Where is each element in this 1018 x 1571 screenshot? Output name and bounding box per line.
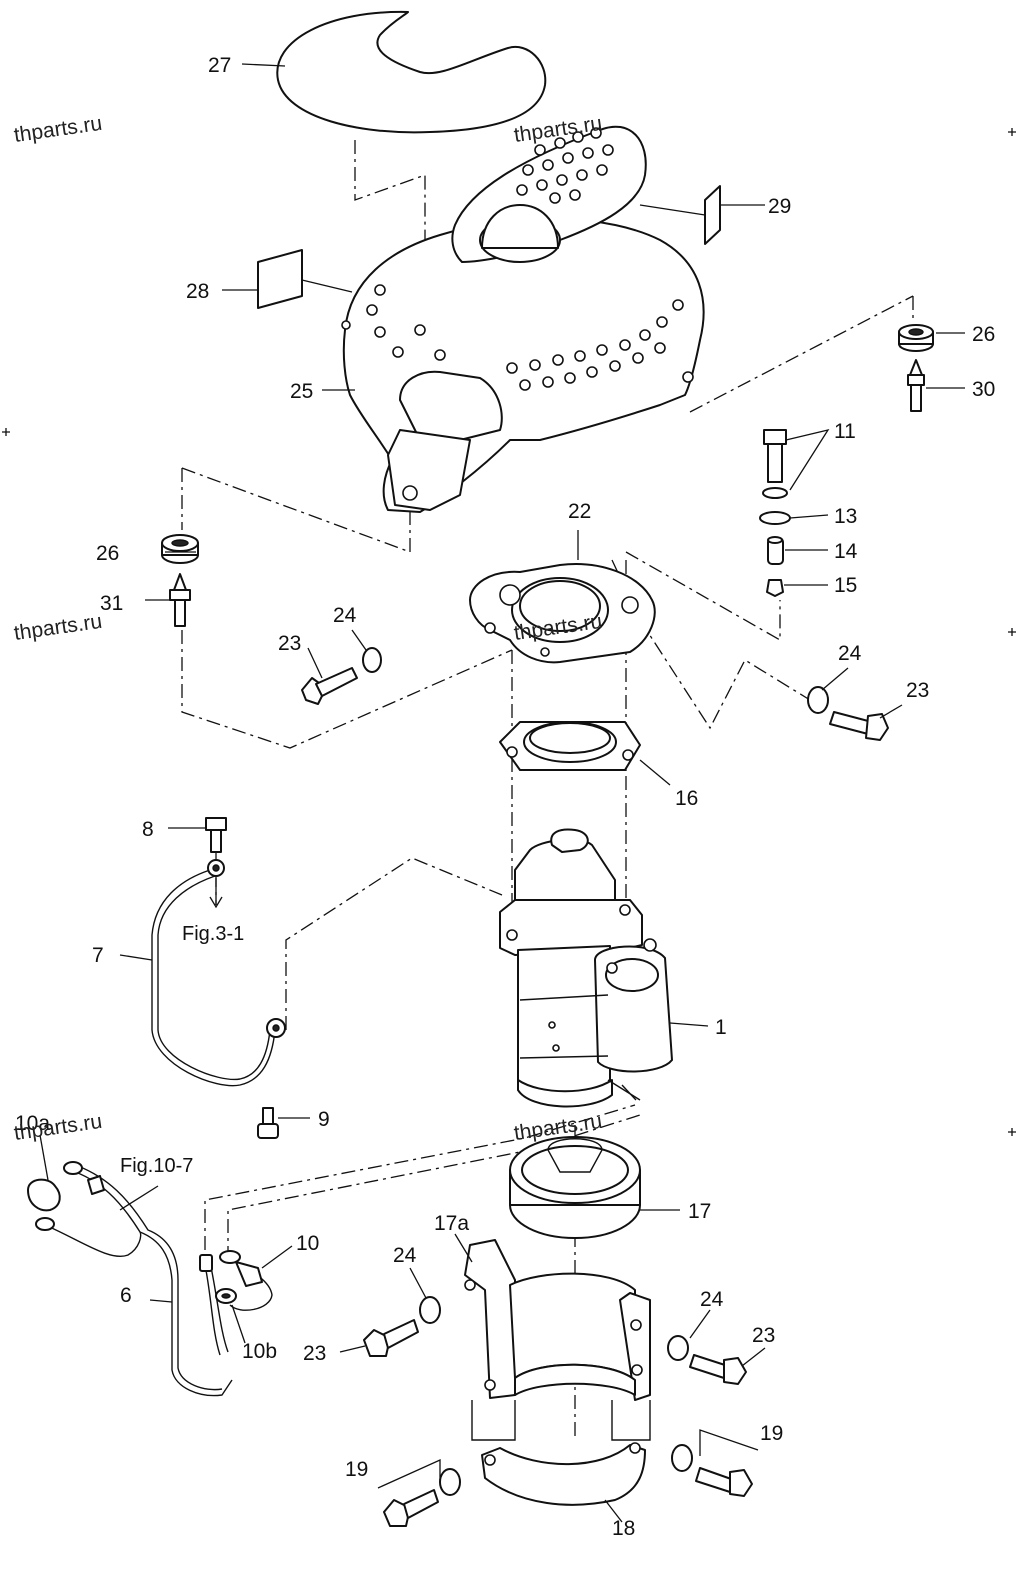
part-19-washer-left [439, 1468, 461, 1496]
callout-29: 29 [768, 195, 791, 218]
part-24-washer-upper-left [362, 647, 382, 673]
fig-10-7-reference: Fig.10-7 [120, 1155, 193, 1177]
part-13-washer [759, 511, 791, 525]
part-6-harness [35, 1161, 233, 1397]
part-23-bolt-lower-left [363, 1319, 419, 1357]
callout-19-right: 19 [760, 1422, 783, 1445]
callout-31: 31 [100, 592, 123, 615]
part-17a-clamp-bracket [464, 1239, 651, 1441]
callout-10: 10 [296, 1232, 319, 1255]
callout-7: 7 [92, 944, 104, 967]
callout-23-lower-left: 23 [303, 1342, 326, 1365]
part-9-bolt [257, 1107, 279, 1139]
part-23-bolt-upper-left [301, 667, 358, 705]
fig-3-1-arrow [209, 878, 223, 909]
fig-3-1-reference: Fig.3-1 [182, 923, 244, 945]
callout-24-lower-right: 24 [700, 1288, 724, 1311]
watermark: thparts.ru [12, 610, 103, 645]
callout-28: 28 [186, 280, 209, 303]
part-22-starter-bracket [469, 563, 656, 664]
callout-19-left: 19 [345, 1458, 368, 1481]
part-14-collar [767, 536, 784, 565]
callout-14: 14 [834, 540, 858, 563]
watermark: thparts.ru [12, 112, 103, 147]
callout-16: 16 [675, 787, 698, 810]
part-28-label-plate [257, 249, 303, 309]
callout-17: 17 [688, 1200, 711, 1223]
callout-22: 22 [568, 500, 591, 523]
part-15-nut [766, 579, 784, 597]
part-16-gasket [499, 721, 641, 771]
part-24-washer-upper-right [807, 686, 829, 714]
part-31-pin [169, 573, 191, 627]
callout-30: 30 [972, 378, 995, 401]
callout-25: 25 [290, 380, 313, 403]
leader-lines [39, 63, 965, 1523]
part-10a-terminal-cap [27, 1178, 61, 1212]
callout-6: 6 [120, 1284, 132, 1307]
part-1-starter-motor [499, 828, 673, 1108]
callout-9: 9 [318, 1108, 330, 1131]
registration-marks [2, 128, 1016, 1136]
callout-24-upper-left: 24 [333, 604, 357, 627]
callout-numbers: 27 29 28 26 30 25 11 13 14 15 22 26 31 2… [15, 54, 995, 1540]
callout-10b: 10b [242, 1340, 277, 1363]
cover-vent-holes [366, 127, 684, 391]
part-26-grommet-upper [898, 324, 934, 352]
callout-10a: 10a [15, 1112, 50, 1135]
part-29-label-plate [704, 185, 721, 245]
callout-13: 13 [834, 505, 857, 528]
callout-27: 27 [208, 54, 231, 77]
callout-18: 18 [612, 1517, 635, 1540]
part-11-bolt [762, 429, 788, 499]
part-19-bolt-right [695, 1467, 753, 1497]
part-26-grommet-lower [161, 534, 199, 564]
callout-23-lower-right: 23 [752, 1324, 775, 1347]
callout-24-lower-left: 24 [393, 1244, 417, 1267]
part-17-rubber-cushion [509, 1136, 641, 1239]
part-24-washer-lower-left [419, 1296, 441, 1324]
part-27-cover-seal [276, 10, 547, 134]
callout-23-upper-right: 23 [906, 679, 929, 702]
callout-26-lower: 26 [96, 542, 119, 565]
part-23-bolt-upper-right [829, 711, 889, 741]
part-8-bolt [205, 817, 227, 853]
part-23-bolt-lower-right [689, 1354, 747, 1385]
callout-26-upper: 26 [972, 323, 995, 346]
callout-15: 15 [834, 574, 857, 597]
callout-17a: 17a [434, 1212, 469, 1235]
part-30-pin [907, 359, 925, 412]
part-19-washer-right [671, 1444, 693, 1472]
callout-24-upper-right: 24 [838, 642, 862, 665]
part-10b-nut [215, 1288, 237, 1304]
callout-8: 8 [142, 818, 154, 841]
part-7-cable [151, 859, 286, 1087]
callout-23-upper-left: 23 [278, 632, 301, 655]
part-24-washer-lower-right [667, 1335, 689, 1361]
part-19-bolt-left [383, 1489, 439, 1527]
callout-1: 1 [715, 1016, 727, 1039]
callout-11: 11 [834, 420, 856, 443]
part-18-strap [481, 1442, 646, 1506]
part-10-battery-cable [199, 1250, 273, 1356]
part-25-flywheel-cover [341, 125, 705, 513]
